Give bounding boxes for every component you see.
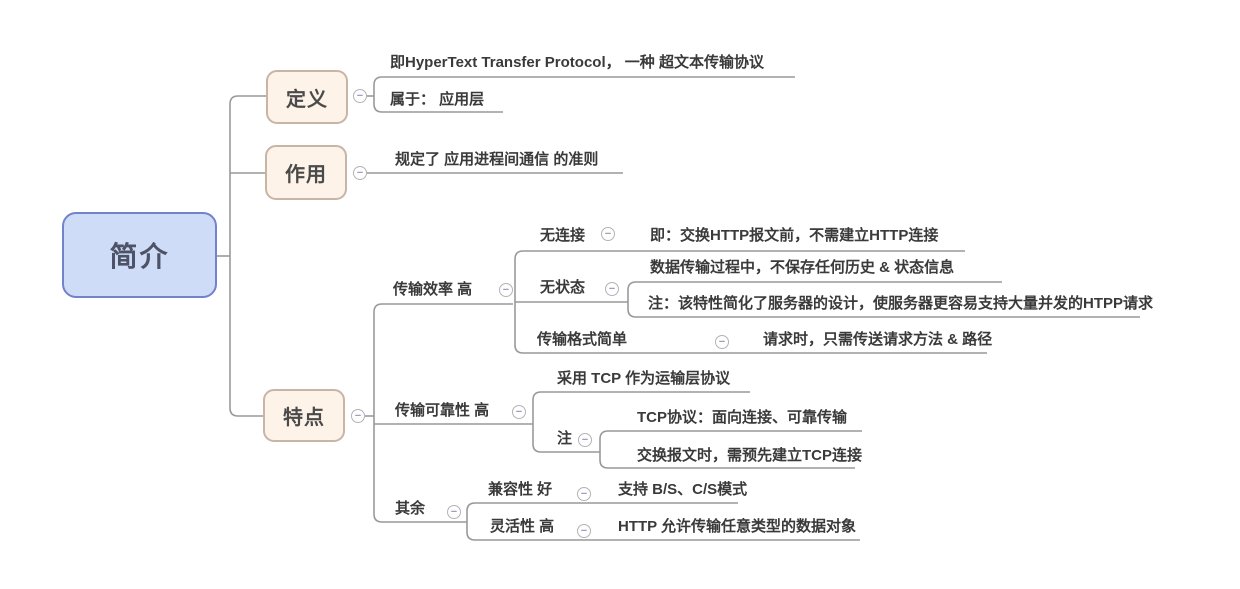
topic-flexibility-detail[interactable]: HTTP 允许传输任意类型的数据对象 <box>618 518 857 535</box>
topic-connectionless[interactable]: 无连接 <box>540 227 586 244</box>
collapse-icon-simple-format[interactable]: − <box>715 335 729 349</box>
collapse-icon-flexibility[interactable]: − <box>577 524 591 538</box>
topic-role-line[interactable]: 规定了 应用进程间通信 的准则 <box>395 151 599 168</box>
topic-definition-line1[interactable]: 即HyperText Transfer Protocol， 一种 超文本传输协议 <box>390 54 764 71</box>
topic-others[interactable]: 其余 <box>395 500 426 517</box>
topic-reliability-note[interactable]: 注 <box>557 430 573 447</box>
topic-tedian[interactable]: 特点 <box>263 389 345 442</box>
topic-flexibility[interactable]: 灵活性 高 <box>490 518 555 535</box>
topic-definition-line2[interactable]: 属于： 应用层 <box>390 91 485 108</box>
topic-stateless-note[interactable]: 注：该特性简化了服务器的设计，使服务器更容易支持大量并发的HTPP请求 <box>648 295 1154 312</box>
collapse-icon-reliability-note[interactable]: − <box>578 433 592 447</box>
topic-zuoyong[interactable]: 作用 <box>265 145 347 200</box>
collapse-icon-stateless[interactable]: − <box>605 282 619 296</box>
collapse-icon-others[interactable]: − <box>447 505 461 519</box>
topic-tcp-detail2[interactable]: 交换报文时，需预先建立TCP连接 <box>637 447 863 464</box>
collapse-icon-dingyi[interactable]: − <box>353 89 367 103</box>
collapse-icon-tedian[interactable]: − <box>351 409 365 423</box>
topic-tcp-detail1[interactable]: TCP协议：面向连接、可靠传输 <box>637 409 848 426</box>
collapse-icon-efficiency[interactable]: − <box>499 283 513 297</box>
topic-compatibility-detail[interactable]: 支持 B/S、C/S模式 <box>618 481 748 498</box>
collapse-icon-zuoyong[interactable]: − <box>353 166 367 180</box>
topic-stateless[interactable]: 无状态 <box>540 279 586 296</box>
topic-reliability[interactable]: 传输可靠性 高 <box>395 402 490 419</box>
root-topic[interactable]: 简介 <box>62 212 217 298</box>
topic-efficiency[interactable]: 传输效率 高 <box>393 281 473 298</box>
topic-simple-format[interactable]: 传输格式简单 <box>537 331 628 348</box>
topic-reliability-tcp[interactable]: 采用 TCP 作为运输层协议 <box>557 370 731 387</box>
topic-stateless-detail[interactable]: 数据传输过程中，不保存任何历史 & 状态信息 <box>650 259 955 276</box>
topic-dingyi[interactable]: 定义 <box>266 70 348 124</box>
collapse-icon-connectionless[interactable]: − <box>601 227 615 241</box>
topic-compatibility[interactable]: 兼容性 好 <box>488 481 553 498</box>
topic-simple-format-detail[interactable]: 请求时，只需传送请求方法 & 路径 <box>763 331 993 348</box>
collapse-icon-compatibility[interactable]: − <box>577 487 591 501</box>
collapse-icon-reliability[interactable]: − <box>512 405 526 419</box>
topic-connectionless-detail[interactable]: 即：交换HTTP报文前，不需建立HTTP连接 <box>650 227 939 244</box>
